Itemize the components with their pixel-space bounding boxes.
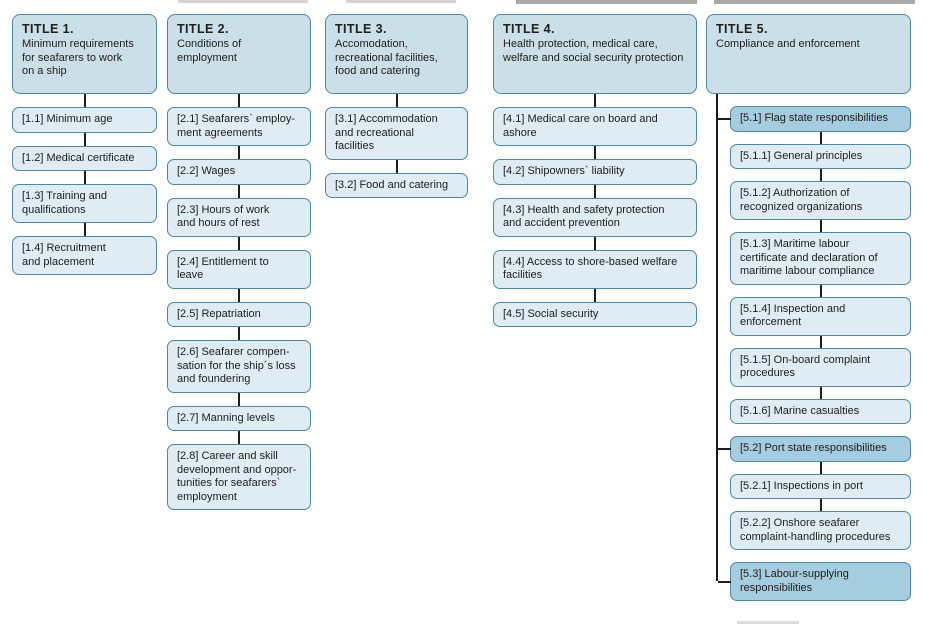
connector-line — [594, 184, 596, 198]
title-4-column: TITLE 4. Health protection, medical care… — [493, 14, 697, 327]
standard-box-5-1-3: [5.1.3] Maritime labour certificate and … — [730, 232, 911, 285]
connector-line — [594, 94, 596, 107]
regulation-box-2-1: [2.1] Seafarers` employ- ment agreements — [167, 107, 311, 146]
crop-artifact — [714, 0, 915, 4]
connector-line — [594, 236, 596, 250]
connector-line — [594, 288, 596, 302]
connector-line — [395, 94, 398, 107]
connector-line — [238, 94, 240, 107]
connector-line — [594, 146, 596, 159]
title-2-heading: TITLE 2. — [177, 22, 229, 36]
connector-line — [83, 94, 86, 107]
connector-line — [395, 159, 398, 173]
regulation-box-4-2: [4.2] Shipowners` liability — [493, 159, 697, 185]
regulation-box-4-5: [4.5] Social security — [493, 301, 697, 327]
title-4-box: TITLE 4. Health protection, medical care… — [493, 14, 697, 94]
standard-box-5-1-2: [5.1.2] Authorization of recognized orga… — [730, 181, 911, 220]
regulation-box-5-3: [5.3] Labour-supplying responsibilities — [717, 562, 911, 601]
title-2-box: TITLE 2. Conditions of employment — [167, 14, 311, 94]
connector-line — [83, 171, 86, 184]
regulation-box-2-6: [2.6] Seafarer compen- sation for the sh… — [167, 340, 311, 393]
connector-line — [238, 184, 240, 198]
regulation-box-2-7: [2.7] Manning levels — [167, 405, 311, 431]
connector-line — [819, 220, 822, 232]
connector-line — [238, 288, 240, 302]
connector-line — [83, 223, 86, 236]
connector-line — [238, 327, 240, 340]
connector-line — [819, 284, 822, 297]
regulation-box-2-4: [2.4] Entitlement to leave — [167, 249, 311, 289]
regulation-box-3-2: [3.2] Food and catering — [325, 172, 468, 198]
regulation-box-3-1: [3.1] Accommodation and recreational fac… — [325, 107, 468, 160]
standard-box-5-2-1: [5.2.1] Inspections in port — [730, 473, 911, 499]
title-3-box: TITLE 3. Accomodation, recreational faci… — [325, 14, 468, 94]
title-3-column: TITLE 3. Accomodation, recreational faci… — [325, 14, 468, 198]
connector-line — [819, 169, 822, 181]
regulation-box-1-3: [1.3] Training and qualifications — [12, 184, 157, 223]
regulation-box-1-1: [1.1] Minimum age — [12, 107, 157, 133]
standard-box-5-1-4: [5.1.4] Inspection and enforcement — [730, 296, 911, 336]
crop-artifact — [178, 0, 308, 3]
standard-box-5-2-2: [5.2.2] Onshore seafarer complaint-handl… — [730, 511, 911, 550]
connector-line — [819, 386, 822, 399]
title-1-column: TITLE 1. Minimum requirements for seafar… — [12, 14, 157, 275]
title-1-box: TITLE 1. Minimum requirements for seafar… — [12, 14, 157, 94]
regulation-box-4-1: [4.1] Medical care on board and ashore — [493, 107, 697, 146]
connector-line — [83, 132, 86, 146]
title-1-heading: TITLE 1. — [22, 22, 74, 36]
regulation-box-5-2: [5.2] Port state responsibilities — [717, 436, 911, 462]
regulation-box-1-4: [1.4] Recruitment and placement — [12, 236, 157, 275]
regulation-box-2-5: [2.5] Repatriation — [167, 301, 311, 327]
title-5-heading: TITLE 5. — [716, 22, 768, 36]
title-2-subtitle: Conditions of employment — [177, 38, 242, 64]
crop-artifact — [346, 0, 456, 3]
title-5-subtitle: Compliance and enforcement — [716, 38, 860, 50]
standard-box-5-1-5: [5.1.5] On-board complaint procedures — [730, 347, 911, 387]
crop-artifact — [516, 0, 697, 4]
title-2-column: TITLE 2. Conditions of employment [2.1] … — [167, 14, 311, 510]
spacer — [730, 424, 911, 436]
title-3-heading: TITLE 3. — [335, 22, 387, 36]
connector-line — [238, 431, 240, 444]
standard-box-5-1-6: [5.1.6] Marine casualties — [730, 398, 911, 424]
title-5-tree: [5.1] Flag state responsibilities [5.1.1… — [706, 94, 911, 601]
regulation-box-2-3: [2.3] Hours of work and hours of rest — [167, 197, 311, 237]
regulation-box-4-3: [4.3] Health and safety protection and a… — [493, 197, 697, 237]
regulation-box-2-2: [2.2] Wages — [167, 159, 311, 185]
connector-line — [819, 499, 822, 511]
spacer — [730, 550, 911, 562]
connector-line — [819, 131, 822, 144]
standard-box-5-1-1: [5.1.1] General principles — [730, 143, 911, 169]
connector-line — [819, 461, 822, 474]
title-5-box: TITLE 5. Compliance and enforcement — [706, 14, 911, 94]
connector-line — [238, 236, 240, 250]
connector-trunk — [716, 94, 718, 581]
title-4-subtitle: Health protection, medical care, welfare… — [503, 38, 684, 64]
crop-artifact — [737, 621, 799, 624]
title-3-subtitle: Accomodation, recreational facilities, f… — [335, 38, 438, 77]
title-1-subtitle: Minimum requirements for seafarers to wo… — [22, 38, 134, 77]
regulation-box-2-8: [2.8] Career and skill development and o… — [167, 444, 311, 510]
connector-line — [238, 392, 240, 406]
title-5-column: TITLE 5. Compliance and enforcement [5.1… — [706, 14, 911, 601]
connector-line — [238, 146, 240, 159]
regulation-box-5-1: [5.1] Flag state responsibilities — [717, 106, 911, 132]
regulation-box-1-2: [1.2] Medical certificate — [12, 145, 157, 171]
connector-line — [819, 335, 822, 348]
regulation-box-4-4: [4.4] Access to shore-based welfare faci… — [493, 249, 697, 289]
title-4-heading: TITLE 4. — [503, 22, 555, 36]
